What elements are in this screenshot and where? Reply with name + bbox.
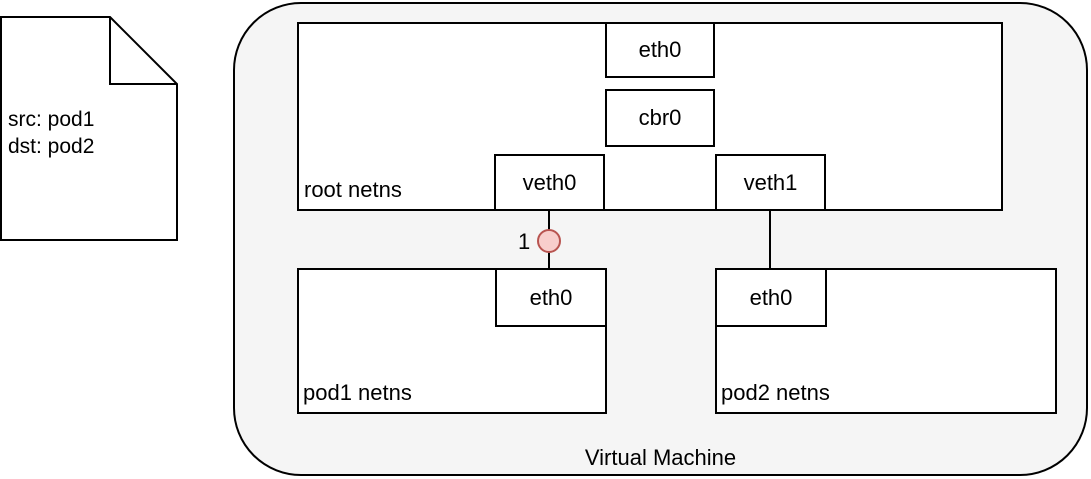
step-marker-icon bbox=[537, 229, 561, 253]
pod2-eth0-interface: eth0 bbox=[715, 268, 827, 327]
virtual-machine-label: Virtual Machine bbox=[584, 445, 737, 470]
veth0-interface: veth0 bbox=[494, 154, 605, 211]
pod2-netns-box bbox=[715, 268, 1057, 414]
step-number: 1 bbox=[518, 229, 531, 254]
packet-header-text: src: pod1 dst: pod2 bbox=[8, 106, 94, 160]
root-netns-label: root netns bbox=[304, 177, 402, 202]
pod1-netns-label: pod1 netns bbox=[303, 380, 412, 405]
packet-dst: dst: pod2 bbox=[8, 135, 95, 158]
pod2-netns-label: pod2 netns bbox=[721, 380, 830, 405]
veth1-interface: veth1 bbox=[715, 154, 826, 211]
pod1-eth0-interface: eth0 bbox=[495, 268, 607, 327]
root-eth0-interface: eth0 bbox=[605, 22, 715, 78]
packet-document-icon bbox=[0, 16, 178, 241]
packet-src: src: pod1 bbox=[8, 108, 95, 131]
cbr0-bridge: cbr0 bbox=[605, 89, 715, 147]
packet-document-fold bbox=[109, 17, 177, 85]
